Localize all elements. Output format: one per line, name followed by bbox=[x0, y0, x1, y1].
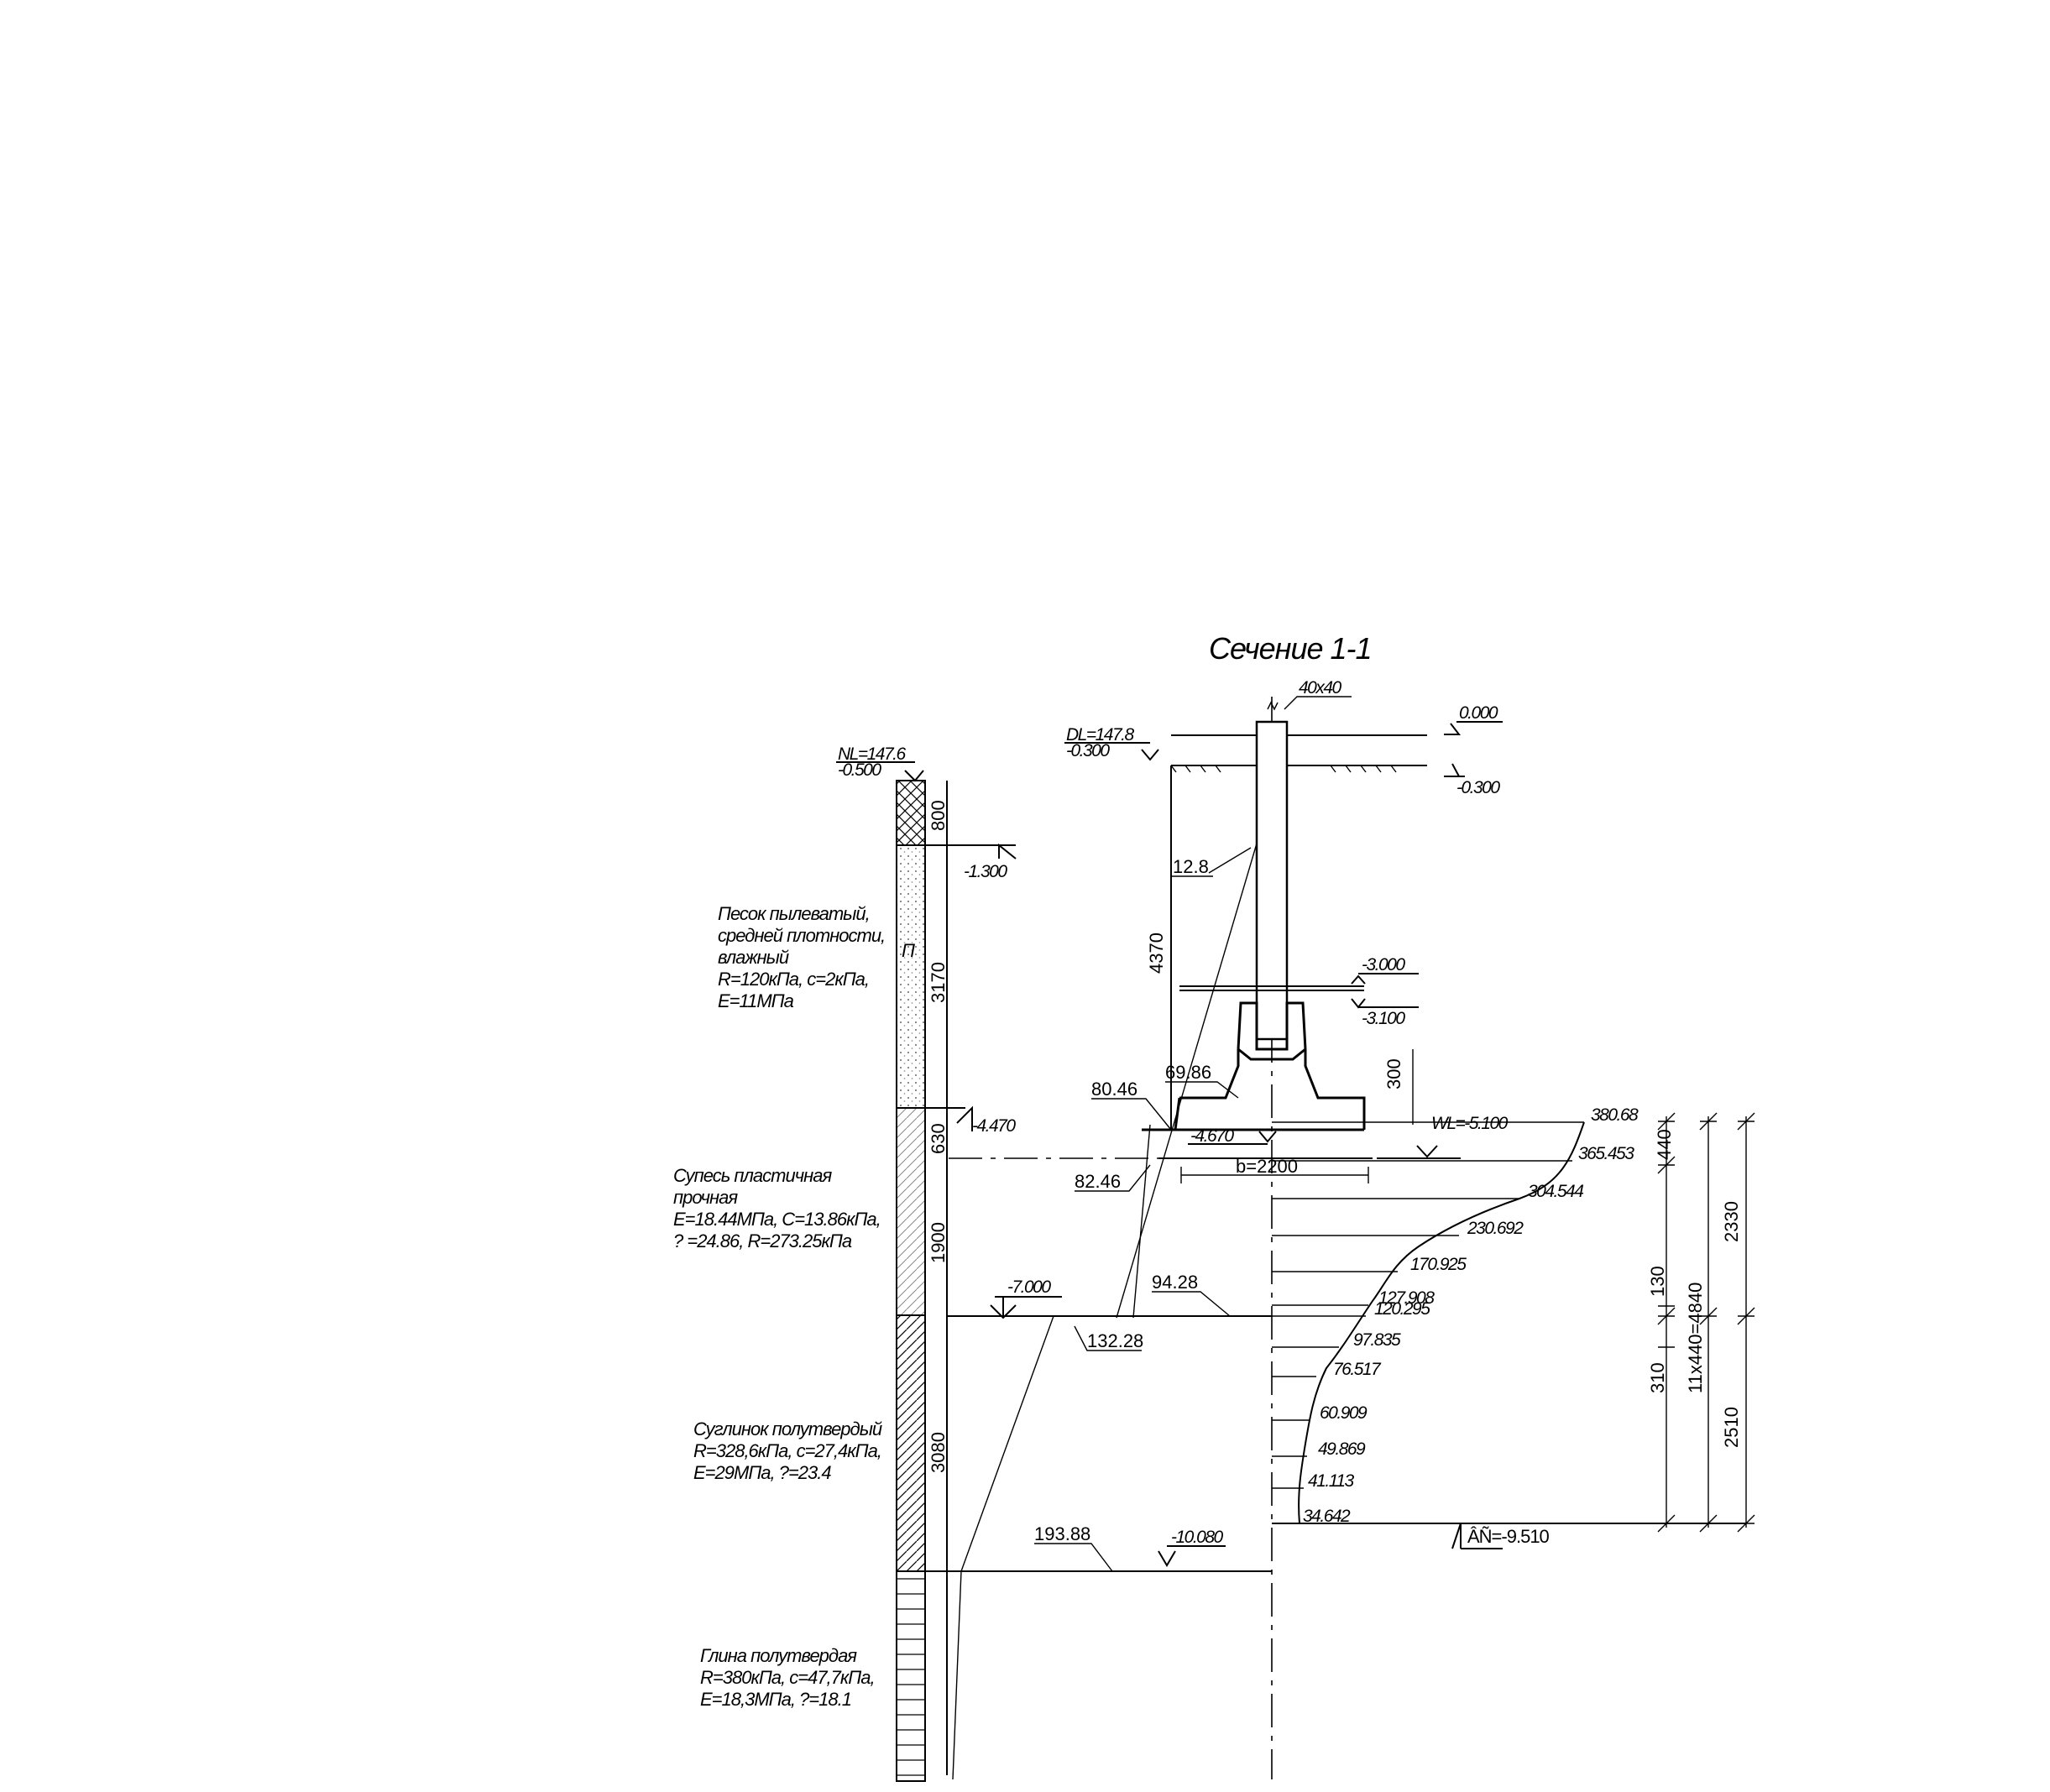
dim-4370: 4370 bbox=[1146, 933, 1167, 974]
soil-1-line-3: влажный bbox=[718, 947, 789, 968]
dim-2510: 2510 bbox=[1721, 1407, 1742, 1448]
soil-4-line-2: R=380кПа, с=47,7кПа, bbox=[700, 1667, 875, 1688]
soil-3-line-3: E=29МПа, ?=23.4 bbox=[693, 1462, 831, 1483]
pressure-82-46: 82.46 bbox=[1075, 1171, 1121, 1192]
layer-thickness-3080: 3080 bbox=[928, 1432, 949, 1473]
soil-3-line-2: R=328,6кПа, с=27,4кПа, bbox=[693, 1440, 881, 1461]
soil-2-line-1: Супесь пластичная bbox=[673, 1165, 832, 1186]
stress-value: 230.692 bbox=[1467, 1219, 1524, 1238]
level-wl: WL=-5.100 bbox=[1431, 1114, 1509, 1133]
column-label: 40x40 bbox=[1299, 678, 1342, 697]
pressure-69-86: 69.86 bbox=[1165, 1062, 1211, 1083]
soil-1-line-1: Песок пылеватый, bbox=[718, 903, 870, 924]
dim-440: 440 bbox=[1654, 1129, 1675, 1160]
dim-300: 300 bbox=[1383, 1058, 1404, 1089]
soil-description-2: Супесь пластичная прочная E=18.44МПа, С=… bbox=[673, 1165, 881, 1251]
soil-2-line-2: прочная bbox=[673, 1187, 738, 1208]
dl-level: -0.300 bbox=[1066, 741, 1110, 760]
layer-thickness-630: 630 bbox=[928, 1123, 949, 1154]
foundation bbox=[1142, 697, 1427, 1779]
stress-value: 60.909 bbox=[1320, 1403, 1368, 1423]
soil-description-1: Песок пылеватый, средней плотности, влаж… bbox=[718, 903, 886, 1011]
nl-label: NL=147.6 bbox=[838, 744, 906, 764]
stress-value: 34.642 bbox=[1303, 1507, 1351, 1526]
stress-value: 97.835 bbox=[1353, 1330, 1401, 1350]
soil-4-line-1: Глина полутвердая bbox=[700, 1645, 857, 1666]
level-right-0300: -0.300 bbox=[1456, 778, 1500, 797]
stress-value: 380.68 bbox=[1591, 1105, 1639, 1125]
level-3100: -3.100 bbox=[1362, 1009, 1405, 1028]
level-4670: -4.670 bbox=[1190, 1126, 1234, 1146]
pressure-94-28: 94.28 bbox=[1152, 1272, 1198, 1293]
dim-130: 130 bbox=[1647, 1266, 1668, 1297]
stress-value: 49.869 bbox=[1318, 1439, 1366, 1459]
layer-thickness-800: 800 bbox=[928, 800, 949, 831]
soil-2-line-3: E=18.44МПа, С=13.86кПа, bbox=[673, 1209, 881, 1230]
soil-description-4: Глина полутвердая R=380кПа, с=47,7кПа, E… bbox=[700, 1645, 876, 1710]
pressure-193-88: 193.88 bbox=[1034, 1523, 1090, 1544]
dim-4840: 11x440=4840 bbox=[1685, 1283, 1706, 1393]
stress-value: 365.453 bbox=[1578, 1144, 1634, 1163]
layer-thickness-1900: 1900 bbox=[928, 1222, 949, 1263]
legend-symbol: П bbox=[902, 940, 915, 961]
level-zero: 0.000 bbox=[1459, 703, 1498, 723]
stress-value: 41.113 bbox=[1308, 1471, 1354, 1491]
layer-thickness-3170: 3170 bbox=[928, 962, 949, 1003]
soil-3-line-1: Суглинок полутвердый bbox=[693, 1418, 882, 1439]
level-bc: ÂÑ=-9.510 bbox=[1467, 1526, 1550, 1547]
stress-value: 120.295 bbox=[1374, 1299, 1430, 1319]
nl-level: -0.500 bbox=[838, 760, 881, 780]
soil-1-line-4: R=120кПа, с=2кПа, bbox=[718, 969, 869, 990]
level-1300: -1.300 bbox=[964, 862, 1007, 881]
dl-label: DL=147.8 bbox=[1066, 725, 1134, 744]
dim-b: b=2200 bbox=[1236, 1156, 1298, 1177]
borehole-column bbox=[896, 780, 1272, 1782]
pressure-12-8: 12.8 bbox=[1173, 856, 1209, 877]
stress-value: 76.517 bbox=[1333, 1360, 1382, 1379]
dim-310: 310 bbox=[1647, 1362, 1668, 1393]
soil-description-3: Суглинок полутвердый R=328,6кПа, с=27,4к… bbox=[693, 1418, 883, 1483]
level-7000: -7.000 bbox=[1007, 1277, 1051, 1297]
stress-value: 170.925 bbox=[1410, 1255, 1467, 1274]
dim-2330: 2330 bbox=[1721, 1201, 1742, 1242]
level-10080: -10.080 bbox=[1171, 1528, 1224, 1547]
level-3000: -3.000 bbox=[1362, 955, 1405, 974]
soil-4-line-3: E=18,3МПа, ?=18.1 bbox=[700, 1689, 851, 1710]
stress-value: 127.908 bbox=[1378, 1288, 1435, 1308]
pressure-diagram bbox=[947, 843, 1272, 1780]
pressure-132-28: 132.28 bbox=[1087, 1330, 1143, 1351]
stress-value: 304.544 bbox=[1528, 1182, 1583, 1201]
pressure-80-46: 80.46 bbox=[1091, 1079, 1137, 1100]
soil-1-line-5: E=11МПа bbox=[718, 990, 794, 1011]
right-dimensions bbox=[1657, 1112, 1755, 1533]
section-title: Сечение 1-1 bbox=[1209, 631, 1372, 666]
soil-1-line-2: средней плотности, bbox=[718, 925, 885, 946]
soil-2-line-4: ? =24.86, R=273.25кПа bbox=[673, 1230, 852, 1251]
level-4470: -4.470 bbox=[972, 1116, 1016, 1136]
